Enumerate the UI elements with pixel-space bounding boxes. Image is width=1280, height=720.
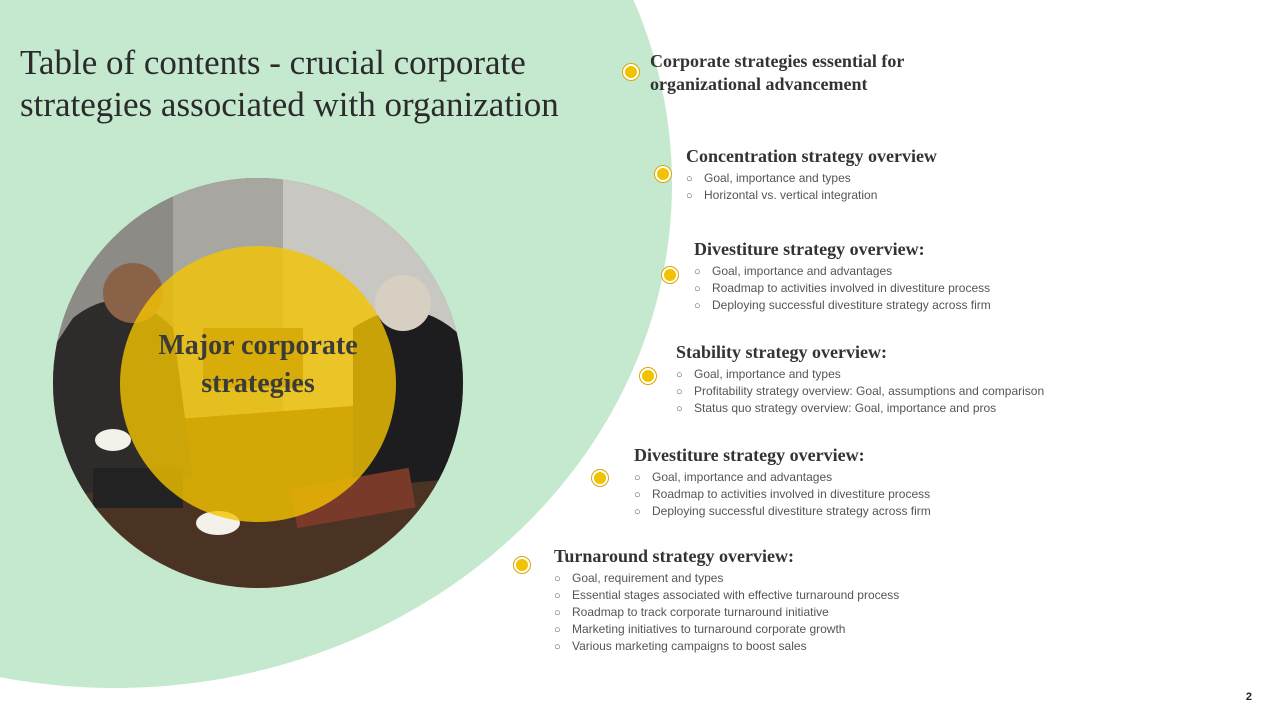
toc-entry: Divestiture strategy overview: ○Goal, im…	[634, 444, 931, 520]
bullet-item: ○Horizontal vs. vertical integration	[686, 188, 878, 202]
bullet-circle-icon: ○	[554, 641, 561, 653]
timeline-dot-2	[655, 166, 671, 182]
bullet-item: ○Deploying successful divestiture strate…	[634, 504, 931, 518]
toc-entry: Concentration strategy overview ○Goal, i…	[686, 145, 937, 204]
bullet-circle-icon: ○	[686, 190, 693, 202]
bullet-circle-icon: ○	[634, 472, 641, 484]
toc-entry-bullets: ○Goal, importance and advantages ○Roadma…	[694, 263, 991, 314]
toc-entry-title: Concentration strategy overview	[686, 146, 937, 166]
toc-entry-title: Corporate strategies essential for organ…	[650, 51, 905, 94]
toc-entry-title: Divestiture strategy overview:	[694, 239, 925, 259]
slide-title: Table of contents - crucial corporate st…	[20, 43, 559, 124]
toc-entry-title: Turnaround strategy overview:	[554, 546, 794, 566]
toc-entry: Corporate strategies essential for organ…	[650, 50, 950, 96]
timeline-dot-6	[514, 557, 530, 573]
bullet-circle-icon: ○	[694, 283, 701, 295]
bullet-item: ○Marketing initiatives to turnaround cor…	[554, 622, 846, 636]
timeline-dot-5	[592, 470, 608, 486]
toc-entry-bullets: ○Goal, importance and types ○Profitabili…	[676, 366, 1044, 417]
bullet-circle-icon: ○	[676, 369, 683, 381]
bullet-circle-icon: ○	[694, 300, 701, 312]
bullet-item: ○Goal, requirement and types	[554, 571, 724, 585]
center-highlight-disc	[120, 246, 396, 522]
bullet-circle-icon: ○	[634, 506, 641, 518]
bullet-item: ○Profitability strategy overview: Goal, …	[676, 384, 1045, 398]
bullet-circle-icon: ○	[676, 386, 683, 398]
toc-entry-bullets: ○Goal, requirement and types ○Essential …	[554, 570, 899, 655]
timeline-dot-1	[623, 64, 639, 80]
toc-entry-title: Divestiture strategy overview:	[634, 445, 865, 465]
bullet-item: ○Status quo strategy overview: Goal, imp…	[676, 401, 997, 415]
bullet-item: ○Roadmap to track corporate turnaround i…	[554, 605, 829, 619]
bullet-item: ○Goal, importance and types	[676, 367, 841, 381]
center-label: Major corporate strategies	[158, 330, 358, 399]
bullet-circle-icon: ○	[676, 403, 683, 415]
bullet-circle-icon: ○	[554, 590, 561, 602]
bullet-circle-icon: ○	[686, 173, 693, 185]
timeline-dot-4	[640, 368, 656, 384]
toc-entry: Divestiture strategy overview: ○Goal, im…	[694, 238, 991, 314]
bullet-item: ○Roadmap to activities involved in dives…	[694, 281, 991, 295]
toc-entry-bullets: ○Goal, importance and advantages ○Roadma…	[634, 469, 931, 520]
bullet-circle-icon: ○	[554, 624, 561, 636]
bullet-circle-icon: ○	[554, 573, 561, 585]
bullet-circle-icon: ○	[634, 489, 641, 501]
bullet-circle-icon: ○	[694, 266, 701, 278]
bullet-item: ○Various marketing campaigns to boost sa…	[554, 639, 807, 653]
toc-entry: Stability strategy overview: ○Goal, impo…	[676, 341, 1044, 417]
toc-entry-bullets: ○Goal, importance and types ○Horizontal …	[686, 170, 937, 204]
bullet-item: ○Goal, importance and advantages	[694, 264, 893, 278]
bullet-item: ○Deploying successful divestiture strate…	[694, 298, 991, 312]
toc-entry: Turnaround strategy overview: ○Goal, req…	[554, 545, 899, 655]
bullet-item: ○Essential stages associated with effect…	[554, 588, 900, 602]
bullet-item: ○Goal, importance and advantages	[634, 470, 833, 484]
bullet-item: ○Goal, importance and types	[686, 171, 851, 185]
bullet-item: ○Roadmap to activities involved in dives…	[634, 487, 931, 501]
timeline-dot-3	[662, 267, 678, 283]
page-number: 2	[1245, 691, 1252, 703]
toc-entry-title: Stability strategy overview:	[676, 342, 887, 362]
bullet-circle-icon: ○	[554, 607, 561, 619]
